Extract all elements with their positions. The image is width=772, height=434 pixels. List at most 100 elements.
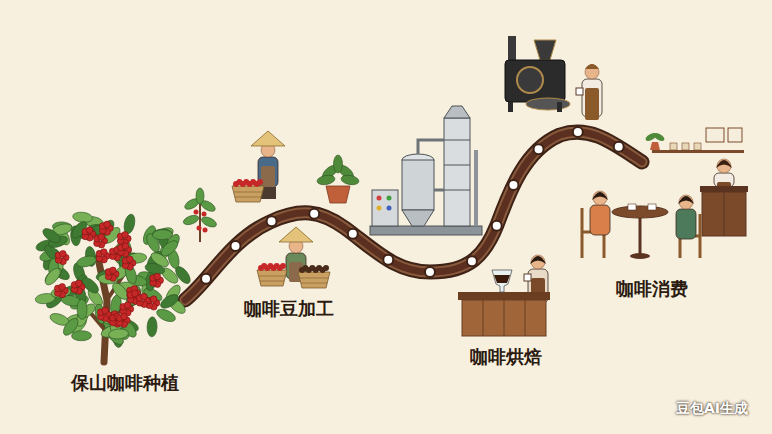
coffee-sapling xyxy=(200,215,218,229)
tasting-table xyxy=(504,300,505,336)
coffee-processor xyxy=(279,227,313,242)
processing-plant xyxy=(444,118,470,226)
coffee-tree xyxy=(35,211,193,362)
processing-plant xyxy=(474,150,478,226)
coffee-tree xyxy=(98,234,105,241)
coffee-processor xyxy=(323,265,329,271)
tasting-table xyxy=(458,255,550,336)
coffee-road xyxy=(383,255,393,265)
coffee-road xyxy=(230,241,240,251)
coffee-road xyxy=(614,142,624,152)
coffee-processor xyxy=(257,270,287,286)
coffee-tree xyxy=(41,226,63,246)
roaster-barista xyxy=(585,64,603,69)
potted-plant xyxy=(316,155,359,203)
coffee-sapling xyxy=(196,188,204,204)
roaster-barista xyxy=(585,88,599,120)
coffee-tree xyxy=(110,267,117,274)
coffee-processor xyxy=(298,272,330,288)
coffee-road xyxy=(201,274,211,284)
watermark: 豆包AI生成 xyxy=(676,400,748,417)
tasting-table xyxy=(458,292,550,300)
coffee-road xyxy=(467,256,477,266)
coffee-shop xyxy=(650,142,660,150)
coffee-shop xyxy=(682,143,689,150)
coffee-road xyxy=(267,216,277,226)
coffee-processor xyxy=(300,278,328,283)
tasting-table xyxy=(525,300,526,336)
coffee-shop xyxy=(639,214,642,254)
coffee-tree xyxy=(152,229,172,240)
coffee-tree xyxy=(141,293,148,300)
tasting-table xyxy=(492,270,512,292)
coffee-farmer xyxy=(232,186,264,202)
coffee-tree xyxy=(76,280,83,287)
tasting-table xyxy=(524,274,531,281)
processing-plant xyxy=(370,106,482,235)
processing-plant xyxy=(444,190,470,191)
processing-plant xyxy=(372,190,398,226)
coffee-tree xyxy=(122,243,129,250)
coffee-tree xyxy=(126,252,147,264)
processing-plant xyxy=(370,226,482,235)
coffee-shop xyxy=(582,128,748,259)
coffee-tree xyxy=(108,328,129,340)
coffee-tree xyxy=(155,307,177,324)
coffee-shop xyxy=(652,150,744,153)
coffee-tree xyxy=(159,238,181,259)
coffee-road xyxy=(573,127,583,137)
coffee-shop xyxy=(724,192,725,236)
coffee-shop xyxy=(590,205,610,235)
coffee-roaster xyxy=(557,102,562,112)
processing-plant xyxy=(444,140,470,141)
coffee-shop xyxy=(652,131,665,142)
tasting-table xyxy=(494,275,510,283)
processing-plant xyxy=(444,106,470,118)
coffee-processor xyxy=(280,263,286,269)
tasting-table xyxy=(483,300,484,336)
coffee-road xyxy=(185,132,642,300)
coffee-road xyxy=(185,127,642,300)
coffee-processor xyxy=(257,227,330,288)
stage-label: 咖啡消费 xyxy=(616,278,688,300)
processing-plant xyxy=(444,165,470,166)
coffee-roaster xyxy=(534,40,556,60)
coffee-shop xyxy=(706,128,724,142)
coffee-shop xyxy=(678,196,694,204)
coffee-tree xyxy=(121,313,128,320)
processing-plant xyxy=(402,210,434,226)
processing-plant xyxy=(418,140,444,190)
potted-plant xyxy=(340,174,359,186)
potted-plant xyxy=(326,186,350,203)
stage-label: 保山咖啡种植 xyxy=(71,372,179,394)
stage-label: 咖啡烘焙 xyxy=(470,346,542,368)
processing-plant xyxy=(387,206,392,211)
processing-plant xyxy=(377,206,382,211)
coffee-shop xyxy=(716,160,732,168)
roaster-barista xyxy=(576,64,603,120)
coffee-road xyxy=(185,132,642,300)
coffee-road xyxy=(425,267,435,277)
coffee-sapling xyxy=(203,228,208,233)
coffee-tree xyxy=(158,292,180,311)
coffee-farmer xyxy=(257,179,263,185)
coffee-farmer xyxy=(232,131,285,202)
coffee-roaster xyxy=(508,102,513,112)
coffee-tree xyxy=(101,249,108,256)
processing-plant xyxy=(387,196,392,201)
coffee-road xyxy=(492,221,502,231)
coffee-shop xyxy=(593,191,607,205)
coffee-tree xyxy=(71,331,91,341)
coffee-tree xyxy=(61,316,81,338)
coffee-shop xyxy=(648,204,656,210)
coffee-roaster xyxy=(526,98,570,110)
coffee-road xyxy=(185,132,642,300)
coffee-sapling xyxy=(202,212,207,217)
coffee-tree xyxy=(104,221,111,228)
coffee-shop xyxy=(630,253,650,259)
coffee-shop xyxy=(628,204,636,210)
coffee-roaster xyxy=(517,67,543,93)
